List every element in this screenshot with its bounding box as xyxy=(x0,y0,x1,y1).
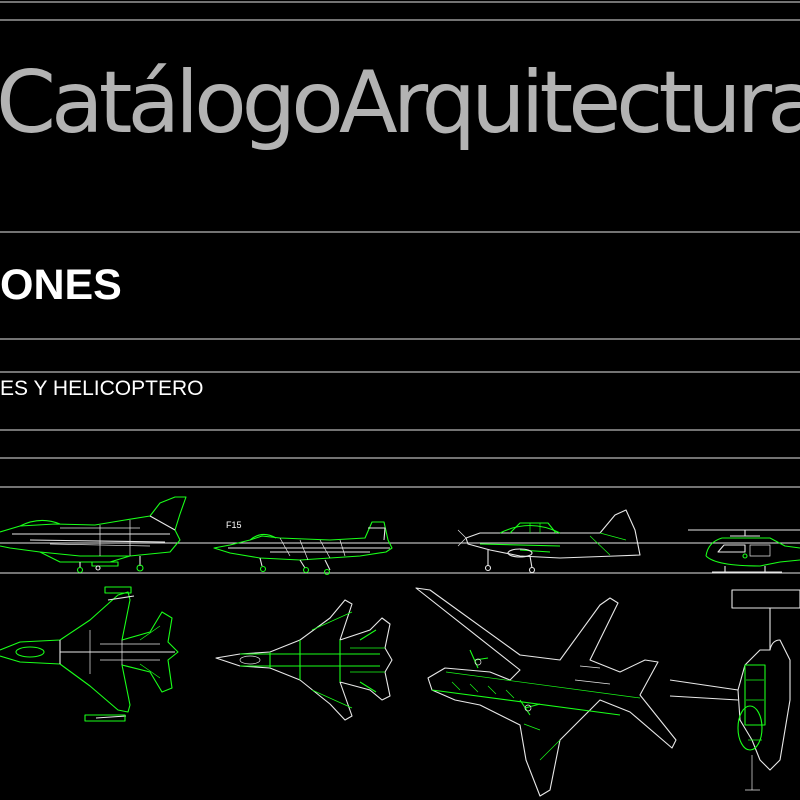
brand-watermark: CatálogoArquitectura xyxy=(0,53,800,153)
turboprop-top-view xyxy=(415,587,677,797)
helicopter-top-view xyxy=(669,589,800,791)
f16-side-view xyxy=(0,496,187,574)
f15-label: F15 xyxy=(226,520,242,530)
helicopter-side-view xyxy=(688,529,800,573)
f15-side-view: F15 xyxy=(213,520,393,576)
trainer-side-view xyxy=(457,509,641,574)
sheet-subtitle: ES Y HELICOPTERO xyxy=(0,377,203,400)
frame-lines xyxy=(0,1,800,574)
f15-top-view xyxy=(215,599,393,721)
f16-top-view xyxy=(0,586,179,722)
sheet-title: ONES xyxy=(0,261,122,309)
